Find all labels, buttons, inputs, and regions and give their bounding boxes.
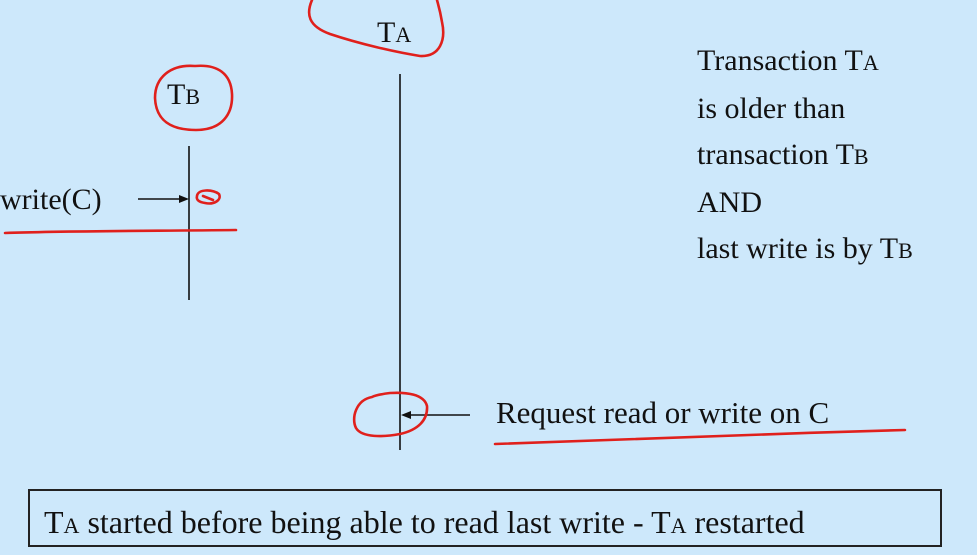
condition-line: transaction TB	[697, 138, 869, 171]
tb-circle-annotation	[153, 64, 234, 132]
condition-line: Transaction TA	[697, 44, 879, 77]
request-label: Request read or write on C	[496, 395, 830, 430]
result-box	[28, 489, 942, 547]
result-text: TA started before being able to read las…	[44, 504, 805, 540]
condition-line: last write is by TB	[697, 232, 913, 265]
request-underline	[493, 428, 907, 446]
write-arrow-head	[179, 195, 189, 203]
condition-line: AND	[697, 186, 762, 219]
tb-label-sub: B	[185, 84, 201, 109]
ta-label-main: T	[377, 16, 396, 49]
write-point-annotation	[195, 189, 221, 205]
condition-line: is older than	[697, 92, 846, 125]
conditions-text: Transaction TA is older than transaction…	[697, 38, 913, 274]
ta-label-sub: A	[395, 22, 412, 47]
tb-label: TB	[167, 80, 200, 110]
request-circle-annotation	[352, 391, 429, 438]
tb-write-underline	[3, 228, 238, 235]
request-arrow-head	[401, 411, 411, 419]
write-c-label: write(C)	[0, 183, 102, 216]
ta-label: TA	[377, 18, 411, 48]
tb-label-main: T	[167, 78, 186, 111]
ta-circle-annotation	[307, 0, 445, 58]
